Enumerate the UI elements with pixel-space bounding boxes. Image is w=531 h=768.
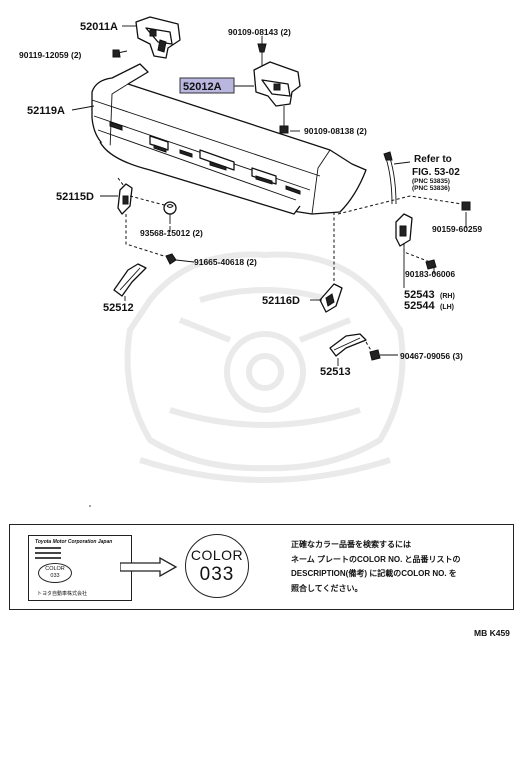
color-code-circle: COLOR 033 — [185, 534, 249, 598]
label-rh: (RH) — [440, 293, 455, 300]
color-code: 033 — [199, 564, 235, 585]
color-word: COLOR — [190, 547, 244, 563]
bracket-52012a[interactable] — [253, 61, 301, 107]
plate-color-circle: COLOR 033 — [38, 563, 72, 583]
refer-line-3: (PNC 53835) — [412, 178, 450, 185]
plate-color-code: 033 — [50, 573, 60, 579]
arrow-right-icon — [120, 557, 178, 577]
nut-90183[interactable] — [425, 259, 437, 274]
watermark-emblem-icon — [124, 251, 406, 483]
label-52512: 52512 — [103, 302, 134, 314]
screw-90467[interactable] — [365, 341, 398, 361]
label-52115d: 52115D — [56, 191, 94, 203]
speck-dot — [89, 505, 91, 507]
highlight-52012a — [179, 77, 235, 94]
refer-line-1: Refer to — [414, 154, 452, 165]
plate-maker-text: Toyota Motor Corporation Japan — [35, 539, 113, 545]
label-90119: 90119-12059 (2) — [19, 50, 82, 60]
screw-90159[interactable] — [461, 201, 471, 228]
bolt-90109-08143[interactable] — [257, 36, 267, 66]
notice-line-1: 正確なカラー品番を検索するには — [291, 540, 411, 549]
bolt-90109-08138[interactable] — [279, 106, 289, 134]
label-52011a: 52011A — [80, 21, 118, 33]
refer-line-2: FIG. 53-02 — [412, 167, 460, 178]
notice-line-3: DESCRIPTION(備考) に記載のCOLOR NO. を — [291, 569, 457, 578]
cover-52512[interactable] — [113, 263, 147, 301]
retainer-52116d[interactable] — [310, 283, 343, 313]
label-91665: 91665-40618 (2) — [194, 257, 257, 267]
label-lh: (LH) — [440, 304, 454, 311]
guide-lines-left — [117, 177, 169, 257]
label-52012a: 52012A — [183, 81, 222, 93]
label-52543: 52543 — [404, 289, 435, 301]
label-leaders — [71, 25, 300, 232]
cover-52513[interactable] — [329, 333, 367, 366]
notice-line-2: ネーム プレートのCOLOR NO. と品番リストの — [291, 554, 461, 564]
label-90183: 90183-06006 — [405, 269, 455, 279]
name-plate-illustration: Toyota Motor Corporation Japan COLOR 033… — [28, 535, 132, 601]
label-93568: 93568-15012 (2) — [140, 228, 203, 238]
plate-color-word: COLOR — [45, 566, 65, 572]
label-90109-08138: 90109-08138 (2) — [304, 126, 367, 136]
color-notice-box: Toyota Motor Corporation Japan COLOR 033… — [9, 524, 514, 610]
label-52544: 52544 — [404, 300, 435, 312]
label-90467: 90467-09056 (3) — [400, 351, 463, 361]
bracket-52011a[interactable] — [135, 16, 181, 59]
refer-line-4: (PNC 53836) — [412, 185, 450, 192]
moulding-refer-53-02[interactable] — [383, 151, 411, 205]
clip-93568[interactable] — [163, 201, 177, 224]
label-52119a: 52119A — [27, 105, 65, 117]
bracket-52543-52544[interactable] — [395, 213, 413, 288]
retainer-52115d[interactable] — [100, 183, 133, 215]
notice-line-4: 照合してください。 — [291, 583, 363, 593]
label-90109-08143: 90109-08143 (2) — [228, 27, 291, 37]
screw-91665[interactable] — [165, 253, 195, 265]
label-52513: 52513 — [320, 366, 351, 378]
plate-lines — [35, 547, 75, 562]
label-90159: 90159-60259 — [432, 224, 482, 234]
label-52116d: 52116D — [262, 295, 300, 307]
figure-reference-code: MB K459 — [474, 628, 510, 638]
bumper-cover-52119a[interactable] — [91, 63, 367, 215]
notice-instructions: 正確なカラー品番を検索するには ネーム プレートのCOLOR NO. と品番リス… — [291, 538, 511, 596]
bolt-90119[interactable] — [112, 49, 128, 58]
plate-bottom-text: トヨタ自動車株式会社 — [37, 591, 88, 597]
